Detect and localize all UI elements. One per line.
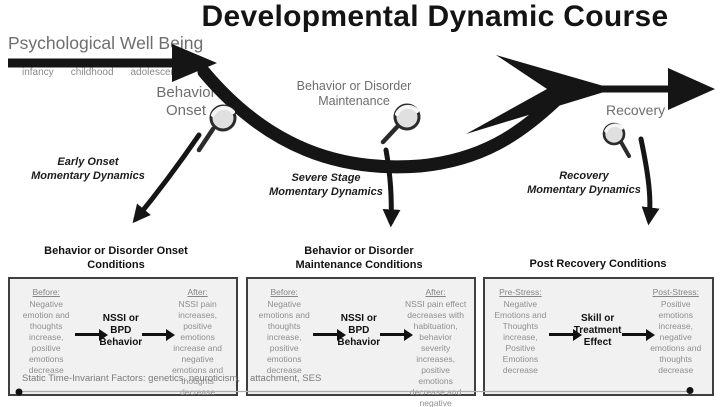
early-onset-dynamics-line2: Momentary Dynamics: [31, 170, 145, 182]
stage-maintenance-label: Behavior or Disorder Maintenance: [288, 79, 420, 109]
recovery-arrowhead-icon: [668, 68, 715, 110]
recovery-dynamics-line2: Momentary Dynamics: [527, 184, 641, 196]
after-text: NSSI pain effect decreases with habituat…: [404, 299, 467, 407]
maintenance-before-column: Before: Negative emotions and thoughts i…: [255, 287, 313, 376]
skill-treatment-label: Skill or Treatment Effect: [573, 313, 622, 348]
right-arrow-icon: [313, 328, 347, 341]
onset-before-column: Before: Negative emotion and thoughts in…: [17, 287, 75, 376]
post-stress-column: Post-Stress: Positive emotions increase,…: [646, 287, 705, 376]
right-arrow-icon: [622, 328, 656, 341]
post-recovery-conditions-box: Pre-Stress: Negative Emotions and Though…: [483, 277, 714, 396]
recovery-dynamics-line1: Recovery: [559, 170, 609, 182]
maintenance-after-column: After: NSSI pain effect decreases with h…: [404, 287, 467, 407]
maintenance-conditions-header: Behavior or Disorder Maintenance Conditi…: [295, 245, 423, 271]
onset-behavior-label: NSSI or BPD Behavior: [99, 313, 143, 348]
severe-stage-dynamics-line2: Momentary Dynamics: [269, 186, 383, 198]
maintenance-behavior-label: NSSI or BPD Behavior: [337, 313, 381, 348]
right-arrow-icon: [548, 328, 582, 341]
severe-stage-dynamics-label: Severe Stage Momentary Dynamics: [262, 171, 390, 199]
stage-behavior-onset-label: Behavior Onset: [149, 84, 223, 120]
stage-behavior-onset-line1: Behavior: [156, 84, 216, 101]
before-label: Before:: [270, 287, 298, 297]
stage-maintenance-line1: Behavior or Disorder: [296, 79, 412, 93]
early-onset-dynamics-label: Early Onset Momentary Dynamics: [28, 155, 148, 183]
page-title: Developmental Dynamic Course: [201, 0, 669, 33]
right-arrow-icon: [75, 328, 109, 341]
stage-maintenance-line2: Maintenance: [318, 94, 390, 108]
early-onset-dynamics-line1: Early Onset: [57, 156, 119, 168]
recovery-dynamics-label: Recovery Momentary Dynamics: [520, 169, 648, 197]
time-invariant-factors-text: Static Time-Invariant Factors: genetics,…: [22, 373, 241, 384]
after-label: After:: [425, 287, 446, 297]
trajectory-arrowhead-icon: [466, 55, 614, 134]
magnifier-icon: [380, 103, 421, 145]
age-label-infancy: infancy: [22, 67, 54, 78]
magnifier-icon: [602, 122, 631, 158]
age-axis-labels: infancy childhood adolescence: [22, 67, 187, 78]
post-stress-text: Positive emotions increase, negative emo…: [650, 299, 702, 375]
post-recovery-conditions-header: Post Recovery Conditions: [529, 258, 667, 270]
stage-recovery-label: Recovery: [606, 102, 666, 118]
stage-behavior-onset-line2: Onset: [165, 102, 207, 119]
after-label: After:: [187, 287, 208, 297]
pre-stress-column: Pre-Stress: Negative Emotions and Though…: [492, 287, 549, 376]
onset-conditions-header: Behavior or Disorder Onset Conditions: [44, 245, 188, 271]
right-arrow-icon: [380, 328, 414, 341]
post-stress-label: Post-Stress:: [652, 287, 699, 297]
pre-stress-label: Pre-Stress:: [499, 287, 542, 297]
stage-well-being-label: Psychological Well Being: [8, 33, 204, 53]
right-arrow-icon: [142, 328, 176, 341]
before-label: Before:: [32, 287, 60, 297]
before-text: Negative emotion and thoughts increase, …: [22, 299, 70, 375]
pre-stress-text: Negative Emotions and Thoughts increase,…: [494, 299, 547, 375]
before-text: Negative emotions and thoughts increase,…: [258, 299, 310, 375]
severe-stage-dynamics-line1: Severe Stage: [291, 172, 361, 184]
age-label-childhood: childhood: [70, 67, 114, 78]
age-label-adolescence: adolescence: [130, 67, 187, 78]
maintenance-conditions-box: Before: Negative emotions and thoughts i…: [246, 277, 476, 407]
time-invariant-factors-text-cont: attachment, SES: [250, 373, 322, 384]
